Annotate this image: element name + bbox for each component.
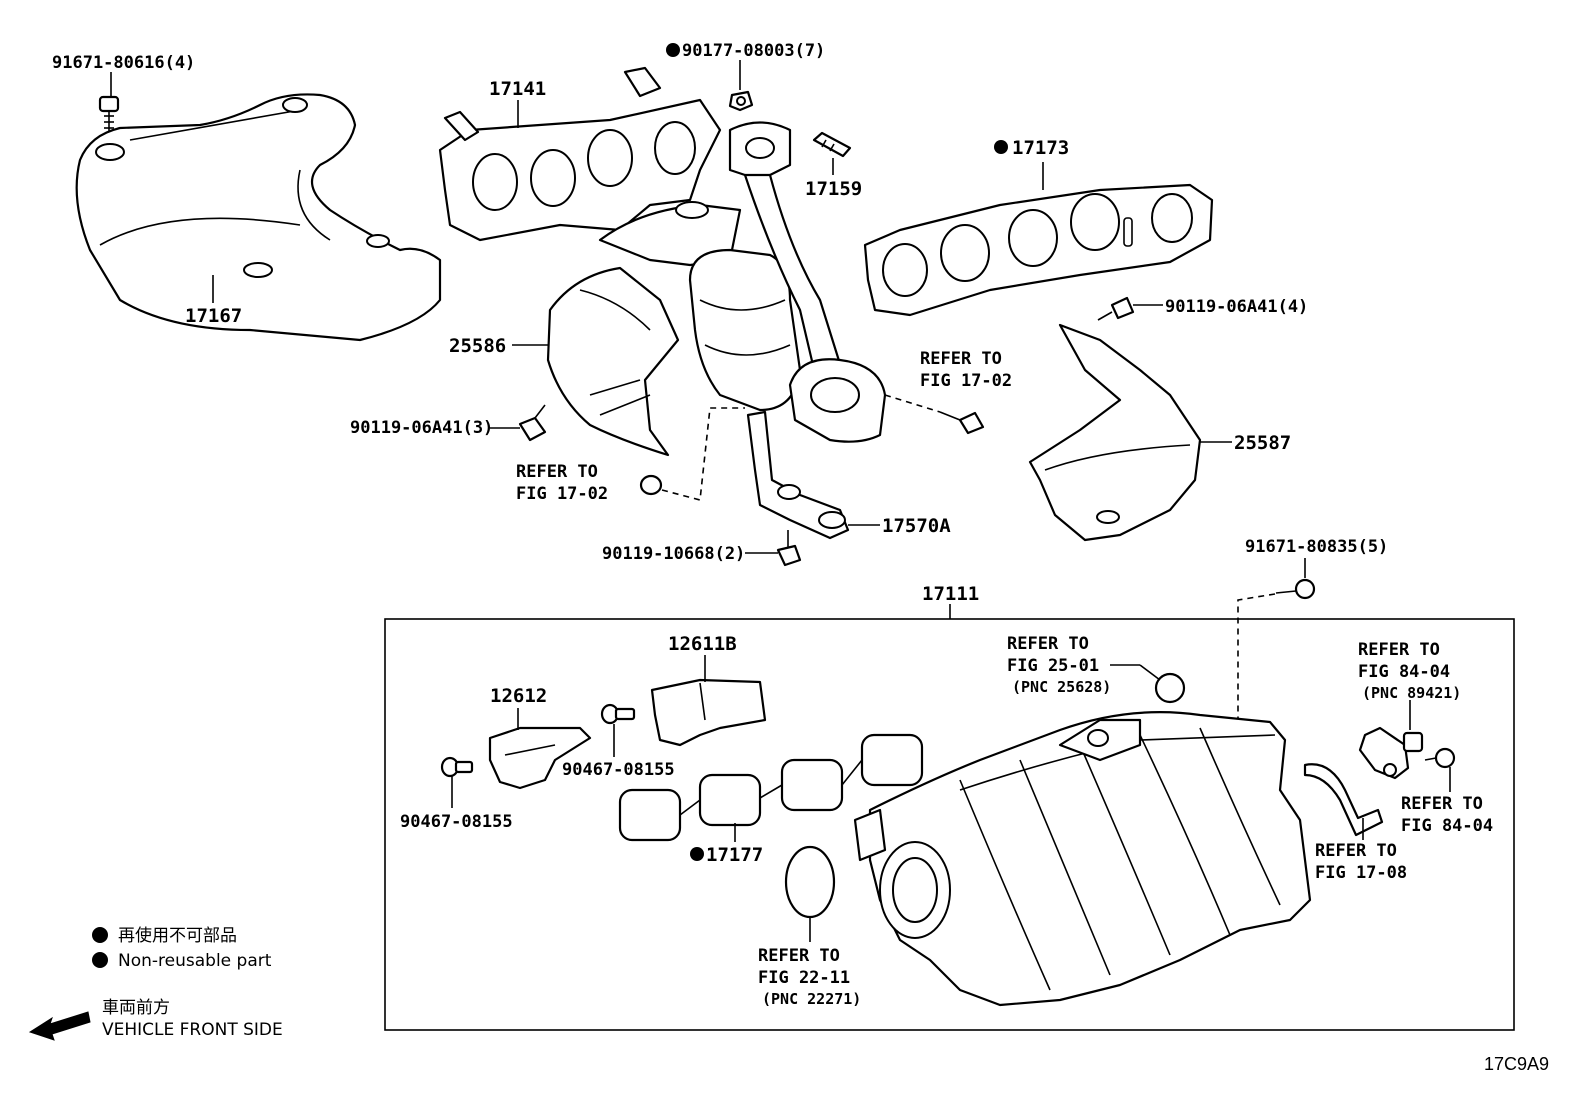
o-ring-25628[interactable] bbox=[1154, 672, 1186, 704]
refer-to-22-11: REFER TO bbox=[758, 946, 840, 966]
clip-refer-17-02[interactable] bbox=[639, 474, 663, 496]
bolt-90119-06A41-3[interactable] bbox=[518, 404, 547, 442]
intake-manifold-17111[interactable] bbox=[853, 711, 1312, 1007]
non-reusable-marker-17177 bbox=[690, 847, 704, 861]
sensor-bolt[interactable] bbox=[1424, 747, 1456, 769]
intake-gaskets-17177[interactable] bbox=[618, 733, 924, 842]
label-91671-80616: 91671-80616(4) bbox=[52, 53, 195, 73]
dashed-leader-17-02-left bbox=[661, 407, 745, 502]
vehicle-front-arrow bbox=[28, 1011, 91, 1041]
throttle-gasket-ring[interactable] bbox=[784, 845, 836, 919]
refer-to-84-04-bottom: REFER TO bbox=[1401, 794, 1483, 814]
non-reusable-marker-90177 bbox=[666, 43, 680, 57]
label-17570A: 17570A bbox=[882, 515, 951, 537]
legend-front-en: VEHICLE FRONT SIDE bbox=[102, 1020, 283, 1040]
clip-90467-08155-a[interactable] bbox=[440, 756, 474, 778]
legend-non-reusable-jp: 再使用不可部品 bbox=[118, 925, 237, 946]
bolt-91671-80835[interactable] bbox=[1275, 578, 1316, 600]
legend-bullet-en bbox=[92, 952, 108, 968]
refer-to-17-02-left: REFER TO bbox=[516, 462, 598, 482]
label-90467-08155-a: 90467-08155 bbox=[400, 812, 513, 832]
legend-front-jp: 車両前方 bbox=[102, 998, 170, 1018]
non-reusable-marker-17173 bbox=[994, 140, 1008, 154]
label-17111: 17111 bbox=[922, 583, 979, 605]
refer-to-84-04-top: REFER TO bbox=[1358, 640, 1440, 660]
vacuum-hose[interactable] bbox=[1303, 763, 1384, 837]
label-91671-80835: 91671-80835(5) bbox=[1245, 537, 1388, 557]
fig-25-01: FIG 25-01 bbox=[1007, 656, 1099, 676]
bolt-90119-10668[interactable] bbox=[776, 530, 802, 567]
pnc-25628: (PNC 25628) bbox=[1012, 678, 1111, 696]
label-90119-06A41-4: 90119-06A41(4) bbox=[1165, 297, 1308, 317]
label-90119-06A41-3: 90119-06A41(3) bbox=[350, 418, 493, 438]
stud-17159[interactable] bbox=[812, 131, 852, 158]
fig-17-08: FIG 17-08 bbox=[1315, 863, 1407, 883]
label-90119-10668: 90119-10668(2) bbox=[602, 544, 745, 564]
fig-84-04-bottom: FIG 84-04 bbox=[1401, 816, 1493, 836]
fig-84-04-top: FIG 84-04 bbox=[1358, 662, 1450, 682]
label-25586: 25586 bbox=[449, 335, 506, 357]
label-90467-08155-b: 90467-08155 bbox=[562, 760, 675, 780]
label-17141: 17141 bbox=[489, 78, 546, 100]
leader-lines bbox=[110, 60, 1451, 942]
label-90177-08003: 90177-08003(7) bbox=[682, 41, 825, 61]
nut-90177-08003[interactable] bbox=[728, 90, 754, 112]
label-12611B: 12611B bbox=[668, 633, 737, 655]
bolt-91671-80616[interactable] bbox=[98, 95, 120, 132]
label-17177: 17177 bbox=[706, 844, 763, 866]
cover-12612[interactable] bbox=[488, 726, 592, 790]
dashed-leader-17-02-right bbox=[884, 394, 941, 413]
pnc-89421: (PNC 89421) bbox=[1362, 684, 1461, 702]
pnc-22271: (PNC 22271) bbox=[762, 990, 861, 1008]
heat-insulator-17167[interactable] bbox=[75, 93, 442, 342]
label-25587: 25587 bbox=[1234, 432, 1291, 454]
gasket-17173[interactable] bbox=[863, 183, 1214, 317]
manifold-stay-17570A[interactable] bbox=[746, 410, 850, 540]
label-12612: 12612 bbox=[490, 685, 547, 707]
fig-22-11: FIG 22-11 bbox=[758, 968, 850, 988]
bolt-refer-17-02[interactable] bbox=[939, 411, 985, 435]
sensor-89421[interactable] bbox=[1358, 726, 1424, 780]
diagram-code: 17C9A9 bbox=[1484, 1054, 1549, 1074]
fig-17-02-left: FIG 17-02 bbox=[516, 484, 608, 504]
legend-non-reusable-en: Non-reusable part bbox=[118, 951, 272, 971]
fig-17-02-right: FIG 17-02 bbox=[920, 371, 1012, 391]
refer-to-25-01: REFER TO bbox=[1007, 634, 1089, 654]
label-17167: 17167 bbox=[185, 305, 242, 327]
bolt-90119-06A41-4[interactable] bbox=[1097, 296, 1135, 321]
legend-bullet-jp bbox=[92, 927, 108, 943]
clip-90467-08155-b[interactable] bbox=[600, 703, 636, 725]
dashed-leader-91671-80835 bbox=[1237, 593, 1276, 720]
refer-to-17-02-right: REFER TO bbox=[920, 349, 1002, 369]
heat-insulator-25587[interactable] bbox=[1028, 323, 1202, 542]
cover-12611B[interactable] bbox=[650, 678, 767, 747]
label-17173: 17173 bbox=[1012, 137, 1069, 159]
catalytic-converter[interactable] bbox=[688, 121, 887, 443]
heat-insulator-25586[interactable] bbox=[546, 266, 680, 457]
exhaust-manifold-17141[interactable] bbox=[438, 66, 742, 267]
refer-to-17-08: REFER TO bbox=[1315, 841, 1397, 861]
label-17159: 17159 bbox=[805, 178, 862, 200]
